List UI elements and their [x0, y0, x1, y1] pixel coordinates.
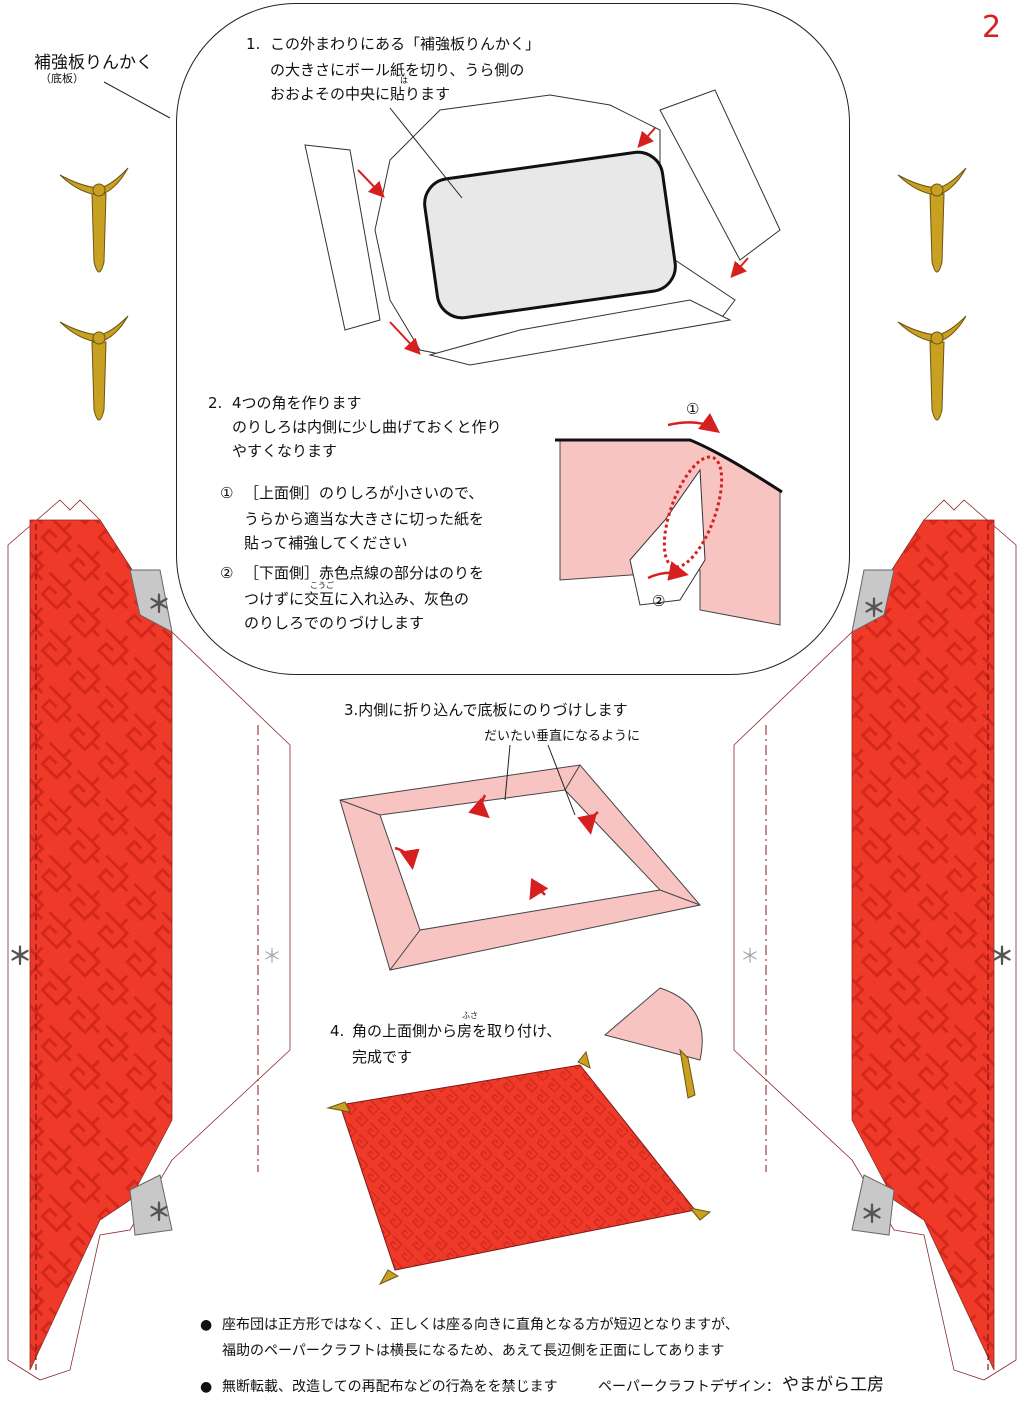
- footer-bullet-2: ●: [200, 1379, 213, 1395]
- step1-line3: おおよその中央に貼ります: [270, 85, 451, 103]
- label-leader-line: [103, 81, 171, 119]
- glue-mark-left-bottom: ＊: [147, 1198, 171, 1226]
- step2-sub2-line2: つけずに交互に入れ込み、灰色の: [244, 590, 470, 608]
- footer-note2: 無断転載、改造しての再配布などの行為をを禁じます: [222, 1379, 558, 1395]
- corner-label-sub: （底板）: [40, 72, 84, 85]
- page-number: 2: [982, 10, 1002, 45]
- step1-line2: の大きさにボール紙を切り、うら側の: [270, 61, 525, 79]
- step2-diagram-mark-2: ②: [652, 592, 666, 610]
- step2-sub2-line3: のりしろでのりづけします: [244, 614, 425, 632]
- step2-sub1-line2: うらから適当な大きさに切った紙を: [244, 510, 485, 528]
- step2-diagram: [555, 413, 783, 626]
- footer-note1-line1: 座布団は正方形ではなく、正しくは座る向きに直角となる方が短辺となりますが、: [222, 1317, 739, 1333]
- right-side-panel: [733, 499, 1017, 1381]
- step2-line3: やすくなります: [232, 442, 338, 460]
- left-side-panel: [7, 499, 291, 1381]
- step2-sub1-mark: ①: [220, 484, 234, 502]
- step1-line1: この外まわりにある「補強板りんかく」: [270, 35, 541, 53]
- glue-mark-right-top: ＊: [862, 594, 886, 622]
- glue-mark-right-mid: ＊: [990, 942, 1014, 970]
- glue-mark-left-top: ＊: [147, 590, 171, 618]
- step4-number: 4.: [330, 1022, 345, 1040]
- step4-ruby: ふさ: [462, 1011, 478, 1020]
- glue-mark-right-inner: ＊: [740, 944, 760, 968]
- step3-title: 3.内側に折り込んで底板にのりづけします: [344, 701, 628, 719]
- footer-note1-line2: 福助のペーパークラフトは横長になるため、あえて長辺側を正面にしてあります: [222, 1343, 725, 1359]
- step1-ruby: は: [400, 76, 408, 85]
- glue-mark-right-bottom: ＊: [860, 1200, 884, 1228]
- credit-label: ペーパークラフトデザイン：: [598, 1379, 780, 1395]
- step2-line2: のりしろは内側に少し曲げておくと作り: [232, 418, 502, 436]
- step1-diagram: [304, 89, 781, 366]
- step2-sub1-line1: ［上面側］のりしろが小さいので、: [244, 484, 484, 502]
- step4-diagram: [326, 987, 712, 1286]
- glue-mark-left-mid: ＊: [8, 942, 32, 970]
- footer-bullet-1: ●: [200, 1317, 213, 1333]
- tassel-left-top: [59, 167, 129, 273]
- step2-sub2-mark: ②: [220, 564, 234, 582]
- corner-label-title: 補強板りんかく: [34, 53, 153, 73]
- step2-sub2-ruby: こうご: [310, 581, 334, 590]
- credit-name: やまがら工房: [782, 1375, 884, 1395]
- step4-line2: 完成です: [352, 1048, 413, 1066]
- step2-sub2-line1: ［下面側］赤色点線の部分はのりを: [244, 564, 485, 582]
- step2-line1: 4つの角を作ります: [232, 394, 362, 412]
- step1-number: 1.: [246, 35, 261, 53]
- tassel-left-bottom: [59, 315, 129, 421]
- step2-diagram-mark-1: ①: [686, 400, 700, 418]
- step4-line1: 角の上面側から房を取り付け、: [352, 1022, 562, 1040]
- glue-mark-left-inner: ＊: [262, 944, 282, 968]
- tassel-right-top: [897, 167, 967, 273]
- step3-diagram: [339, 744, 701, 971]
- step2-sub1-line3: 貼って補強してください: [244, 534, 408, 552]
- step3-note: だいたい垂直になるように: [484, 729, 641, 744]
- tassel-right-bottom: [897, 315, 967, 421]
- step2-number: 2.: [208, 394, 223, 412]
- instruction-panel: [176, 3, 850, 675]
